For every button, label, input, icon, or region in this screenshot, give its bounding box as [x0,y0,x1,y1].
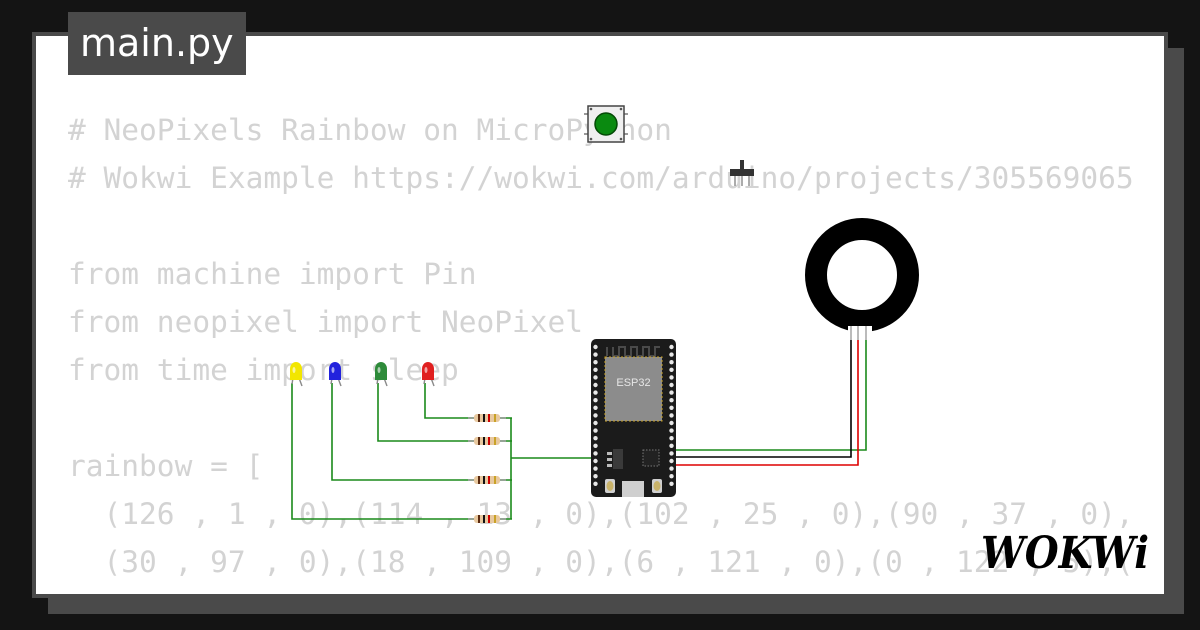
board-pin [669,390,674,395]
led-blue [329,362,342,387]
board-pin [593,466,598,471]
board-pin [593,367,598,372]
board-pin [593,420,598,426]
code-line: from neopixel import NeoPixel [68,305,584,339]
resistor-1 [468,414,506,422]
board-pin [669,360,674,365]
board-pin [593,413,598,418]
resistor-2 [468,437,506,445]
board-pin [593,474,598,479]
wire-red-led [424,383,512,419]
board-pin [669,382,674,388]
code-line: # NeoPixels Rainbow on MicroPython [68,113,672,147]
board-pin [669,474,674,479]
board-pin [669,398,674,403]
board-pin [669,436,674,441]
board-pin [669,420,674,426]
board-pin [593,375,598,380]
chip-label: ESP32 [616,377,650,389]
led-wires [291,383,597,520]
code-line: (30 , 97 , 0),(18 , 109 , 0),(6 , 121 , … [103,545,1132,579]
board-pin [593,344,598,350]
logo-text: WOKWi [981,528,1149,578]
led-yellow [290,362,303,387]
wire-ring-black [672,334,852,458]
leds [290,362,435,387]
led-red [422,362,435,387]
board-pin [593,352,598,357]
push-button [584,105,628,143]
board-pin [669,405,674,410]
board-pin [669,367,674,372]
board-pin [593,428,598,433]
board-pin [669,428,674,433]
code-line: rainbow = [ [68,449,264,483]
ring-wires [672,334,867,466]
board-pin [669,352,674,357]
card-content: # NeoPixels Rainbow on MicroPython # Wokw… [36,36,1164,594]
board-pin [593,458,598,464]
board-pin [593,443,598,448]
board-pin [669,466,674,471]
board-pin [593,360,598,365]
board-pin [593,451,598,456]
wire-ring-red [672,334,859,466]
file-tab-label: main.py [80,21,234,65]
code-line: from machine import Pin [68,257,477,291]
file-tab[interactable]: main.py [68,12,246,75]
board-pin [669,481,674,486]
wire-yellow-led [291,383,512,520]
resistor-3 [468,476,506,484]
code-line: (0 , 62 , 65),(0 , 50 , 77),(0 , 38 , 89… [68,586,1132,594]
board-pin [593,481,598,486]
led-green [375,362,388,387]
board-pin [669,413,674,418]
board-pin [669,344,674,350]
code-line: (126 , 1 , 0),(114 , 13 , 0),(102 , 25 ,… [103,497,1132,531]
board-pin [593,390,598,395]
board-pin [593,398,598,403]
board-pins [593,344,674,486]
resistors [468,414,506,523]
wokwi-logo: WOKWi [981,528,1149,578]
board-pin [669,458,674,464]
wire-blue-led [331,383,512,481]
neopixel-ring [805,218,919,340]
code-line: # Wokwi Example https://wokwi.com/arduin… [68,161,1132,195]
wire-ring-green [672,334,867,451]
esp32-board: ESP32 [591,339,676,497]
slide-switch [730,160,754,186]
board-pin [669,375,674,380]
code-preview: # NeoPixels Rainbow on MicroPython # Wokw… [68,106,1132,594]
resistor-4 [468,515,506,523]
board-pin [669,451,674,456]
board-pin [593,382,598,388]
wire-green-led [377,383,512,442]
board-pin [593,405,598,410]
board-pin [669,443,674,448]
board-pin [593,436,598,441]
